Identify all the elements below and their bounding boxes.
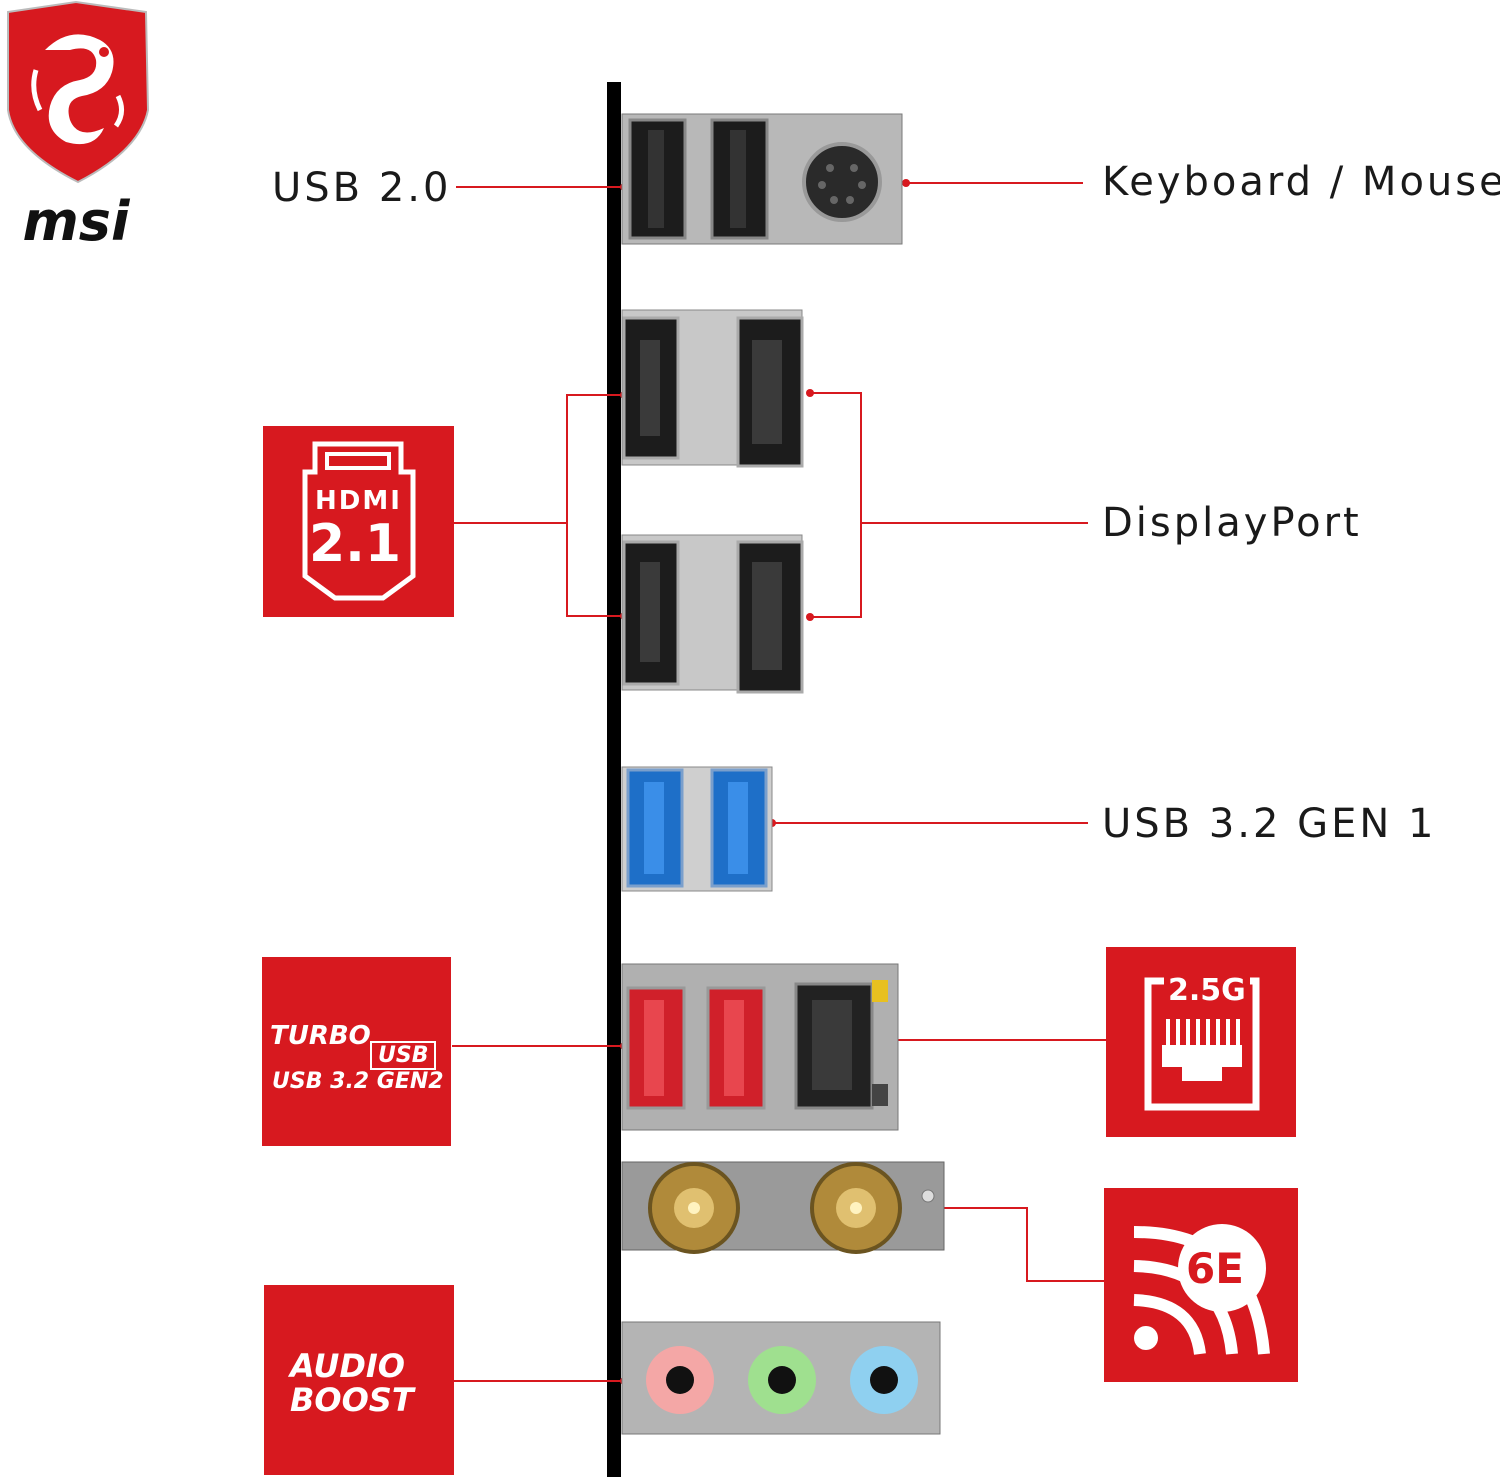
turbo-usb-line2: USB xyxy=(370,1041,437,1070)
hdmi-2-1-icon xyxy=(302,441,416,601)
audio-boost-badge: AUDIO BOOST xyxy=(264,1285,454,1475)
turbo-usb-line1: TURBO xyxy=(270,1021,371,1051)
audio-boost-line2: BOOST xyxy=(290,1381,414,1419)
hdmi-badge-line1: HDMI xyxy=(315,486,402,516)
wifi-6e-icon xyxy=(1133,1224,1270,1355)
video-block-1 xyxy=(621,309,804,468)
wifi-6e-badge: 6E xyxy=(1104,1188,1298,1382)
hdmi-bracket xyxy=(566,394,624,617)
turbo-usb-line3: USB 3.2 GEN2 xyxy=(272,1069,444,1094)
lan-2-5g-badge: 2.5G xyxy=(1106,947,1296,1137)
ethernet-2-5g-icon xyxy=(1144,977,1260,1111)
audio-block xyxy=(621,1321,941,1435)
hdmi-2-1-badge: HDMI 2.1 xyxy=(263,426,454,617)
label-usb20: USB 2.0 xyxy=(272,165,452,211)
label-displayport: DisplayPort xyxy=(1102,500,1362,546)
msi-wordmark: msi xyxy=(23,190,131,250)
turbo-usb-badge: TURBO USB USB 3.2 GEN2 xyxy=(262,957,451,1146)
label-keyboard-mouse: Keyboard / Mouse xyxy=(1102,159,1500,205)
wifi-line xyxy=(908,1207,1105,1282)
wifi-badge-text: 6E xyxy=(1186,1244,1244,1293)
backplate-edge xyxy=(607,82,621,1477)
lan-badge-text: 2.5G xyxy=(1164,973,1250,1008)
dp-bracket xyxy=(810,392,862,618)
usb32gen2-lan-block xyxy=(621,963,899,1131)
ps2-port xyxy=(802,142,882,222)
wifi-antenna-block xyxy=(621,1161,945,1254)
msi-dragon-shield-icon: msi xyxy=(7,0,150,250)
hdmi-badge-line2: 2.1 xyxy=(309,514,402,574)
video-block-2 xyxy=(621,534,804,694)
label-usb32gen1: USB 3.2 GEN 1 xyxy=(1102,801,1437,847)
usb20-ps2-block xyxy=(621,113,903,245)
audio-boost-line1: AUDIO xyxy=(290,1347,405,1385)
usb3-block xyxy=(621,766,773,892)
